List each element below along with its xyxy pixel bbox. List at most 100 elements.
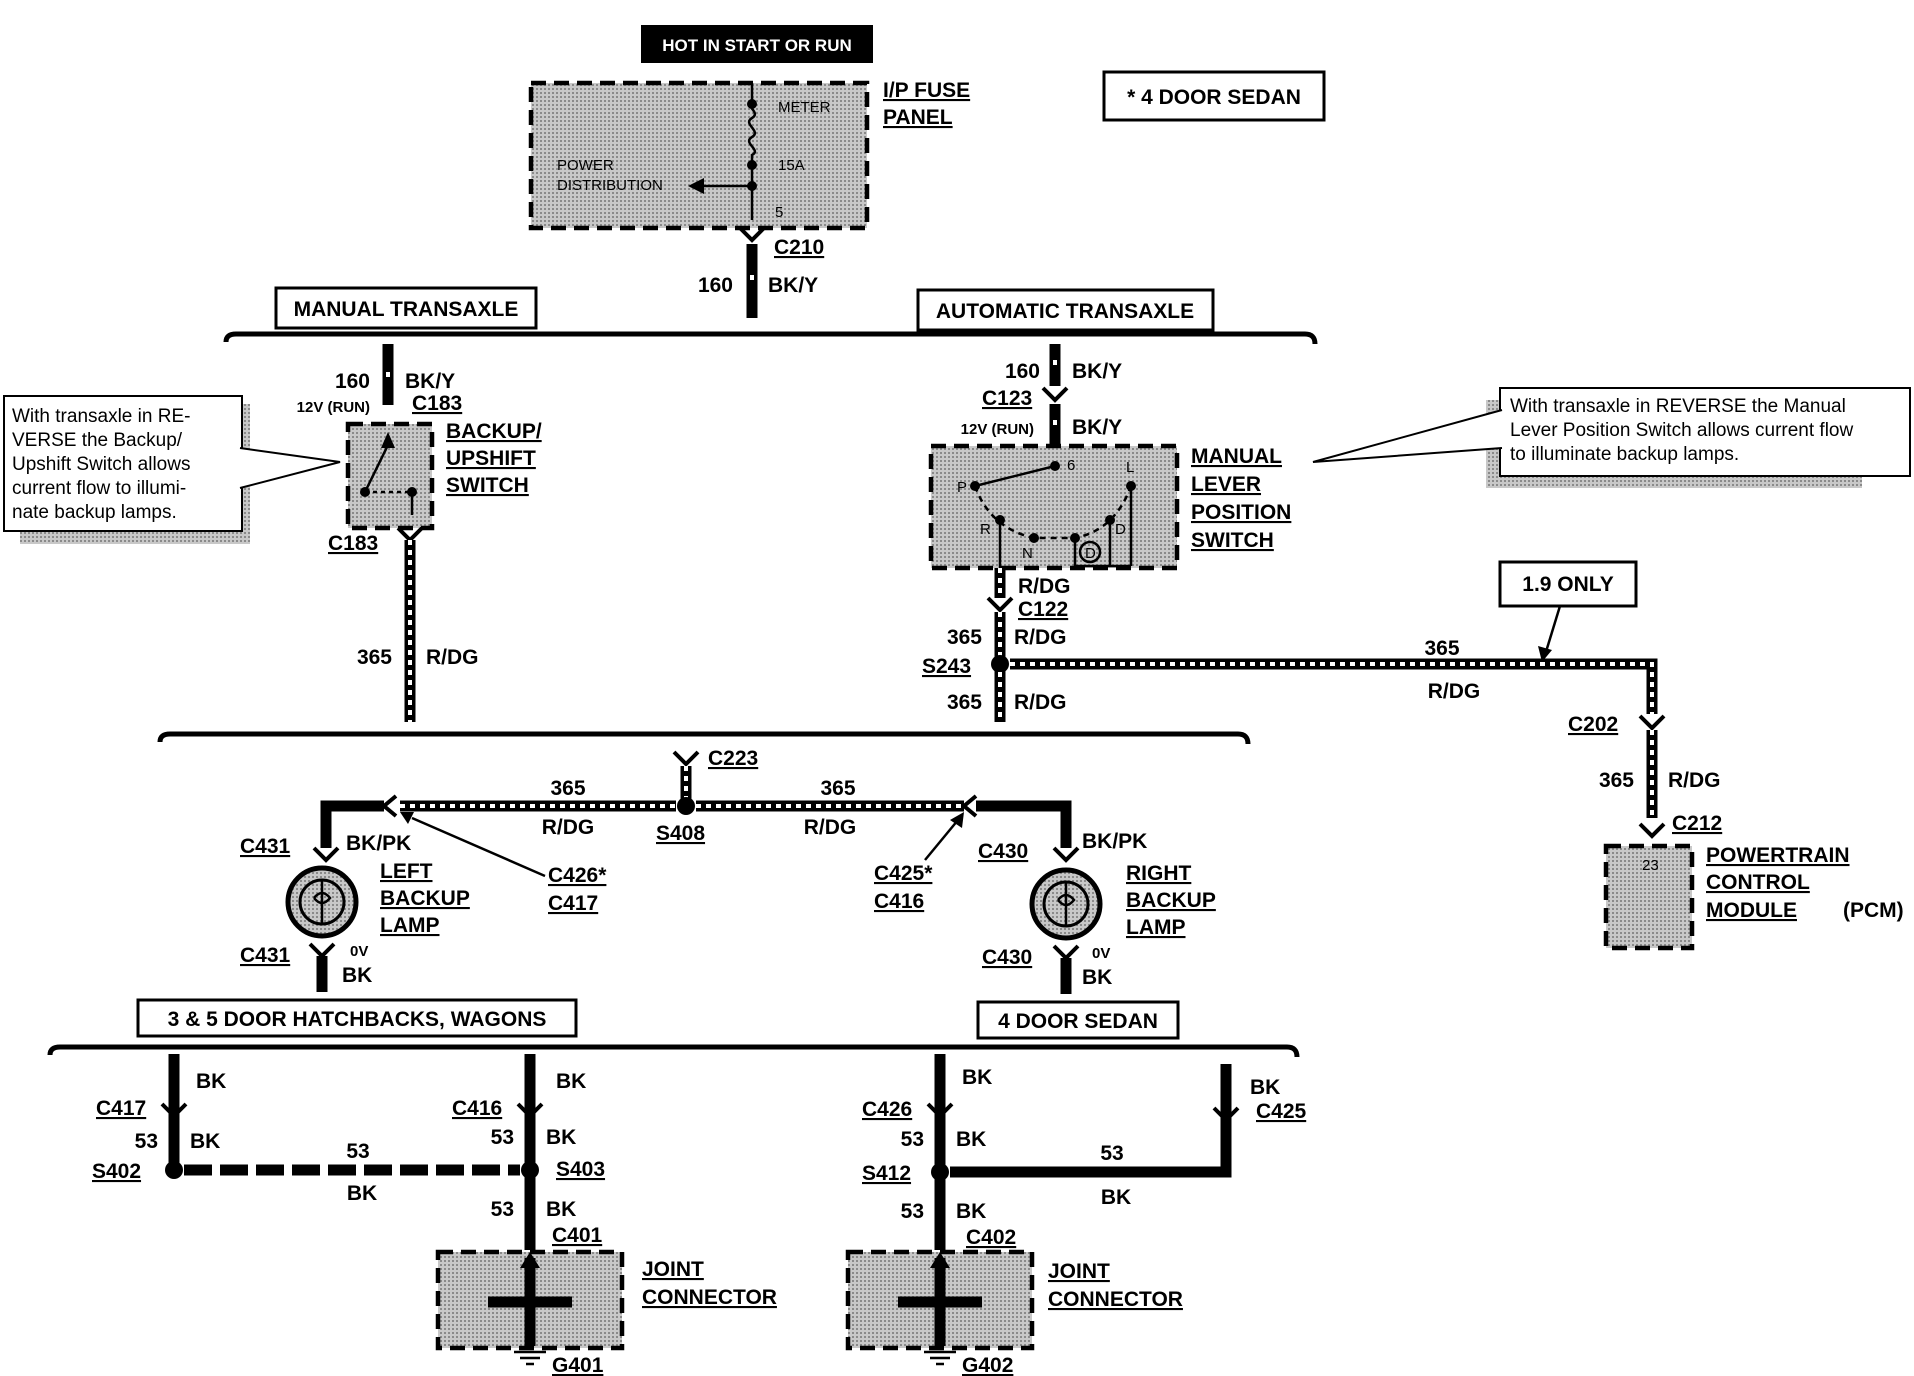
gl-bk-mid: BK — [347, 1182, 377, 1205]
sedan-label: 4 DOOR SEDAN — [998, 1010, 1158, 1033]
c122-color: R/DG — [1018, 575, 1071, 598]
only-label: 1.9 ONLY — [1522, 573, 1613, 596]
arrow-head-up-icon-3 — [520, 1252, 540, 1268]
left-filament — [313, 880, 332, 924]
auto-note-1: With transaxle in REVERSE the Manual — [1510, 396, 1846, 417]
arrow-head-up-icon — [381, 432, 395, 448]
gr-c425: C425 — [1256, 1100, 1307, 1123]
mlp-r-label: R — [980, 521, 991, 538]
fuse-meter: METER — [778, 99, 831, 116]
auto-365b-color: R/DG — [1014, 691, 1067, 714]
c212-label: C212 — [1672, 812, 1722, 835]
fuse-amp: 15A — [778, 157, 805, 174]
s403-label: S403 — [556, 1158, 605, 1181]
gl-n-mid: 53 — [346, 1140, 369, 1163]
c417-left-label: C417 — [548, 892, 598, 915]
wire-160-num: 160 — [698, 274, 733, 297]
gr-bk1: BK — [962, 1066, 992, 1089]
c223-connector — [672, 750, 700, 767]
c430-bottom-connector — [1052, 944, 1080, 961]
sedan-note: * 4 DOOR SEDAN — [1127, 86, 1301, 109]
gr-bk1b: BK — [956, 1128, 986, 1151]
manual-160-num: 160 — [335, 370, 370, 393]
arrow-head-left-icon — [688, 178, 704, 194]
lamp-bus — [157, 731, 1251, 745]
switch-contact-2 — [407, 487, 417, 497]
only-box — [1498, 560, 1638, 608]
auto-run-color: BK/Y — [1072, 416, 1122, 439]
gl-bk3: BK — [546, 1198, 576, 1221]
left-bkpk: BK/PK — [346, 832, 411, 855]
gl-c417: C417 — [96, 1097, 146, 1120]
auto-callout-pointer — [1312, 409, 1503, 463]
c223-label: C223 — [708, 747, 758, 770]
c212-connector — [1638, 822, 1666, 839]
ground-symbol-right-icon — [924, 1350, 956, 1366]
manual-365-num: 365 — [357, 646, 392, 669]
c426-label: C426* — [548, 864, 607, 887]
pcm-wire — [1010, 658, 1658, 714]
auto-note-2: Lever Position Switch allows current flo… — [1510, 420, 1853, 441]
mlp-label-2: LEVER — [1191, 473, 1261, 496]
c123-connector — [1041, 386, 1069, 403]
gl-bk2b: BK — [546, 1126, 576, 1149]
gl-jc2: CONNECTOR — [642, 1286, 777, 1309]
left-0v: 0V — [350, 943, 368, 960]
mlp-p-label: P — [957, 479, 967, 496]
switch-label-3: SWITCH — [446, 474, 529, 497]
gl-g401: G401 — [552, 1354, 604, 1376]
gl-n3: 53 — [491, 1198, 514, 1221]
auto-365a-color: R/DG — [1014, 626, 1067, 649]
gl-bk1b: BK — [190, 1130, 220, 1153]
manual-note-2: VERSE the Backup/ — [12, 430, 183, 451]
right-filament — [1057, 882, 1076, 926]
fuse-panel-box — [528, 80, 870, 231]
c202-label: C202 — [1568, 713, 1618, 736]
gl-c416-connector — [516, 1102, 544, 1119]
arrow-head-down-icon — [1538, 646, 1552, 662]
gr-c425-connector — [1212, 1106, 1240, 1123]
pcm-365-color: R/DG — [1428, 680, 1481, 703]
hatch-box — [136, 998, 578, 1038]
c431-top-connector — [312, 846, 340, 863]
c431-bottom-connector — [308, 942, 336, 959]
right-lamp-wire — [976, 800, 1072, 848]
switch-label-2: UPSHIFT — [446, 447, 536, 470]
pcm-label-1: POWERTRAIN — [1706, 844, 1850, 867]
pcm-box — [1603, 843, 1695, 951]
gl-bk2: BK — [556, 1070, 586, 1093]
right-bk: BK — [1082, 966, 1112, 989]
s243-label: S243 — [922, 655, 971, 678]
c425-pointer — [924, 819, 959, 861]
gl-n2: 53 — [491, 1126, 514, 1149]
transaxle-bus — [223, 331, 1318, 345]
c416-right-label: C416 — [874, 890, 924, 913]
gl-c401: C401 — [552, 1224, 603, 1247]
pcm-label-4: (PCM) — [1843, 899, 1904, 922]
left-lamp-label-2: BACKUP — [380, 887, 470, 910]
manual-callout-pointer — [239, 447, 341, 489]
auto-365a-num: 365 — [947, 626, 982, 649]
c430-top-connector — [1052, 846, 1080, 863]
s402-label: S402 — [92, 1160, 141, 1183]
right-bkpk: BK/PK — [1082, 830, 1147, 853]
gr-bk-mid: BK — [1101, 1186, 1131, 1209]
mlp-od-label: D — [1085, 545, 1096, 562]
arrow-head-left-icon-2 — [400, 812, 414, 824]
fuse-node-2 — [747, 160, 757, 170]
gr-n-mid: 53 — [1100, 1142, 1123, 1165]
c123-label: C123 — [982, 387, 1032, 410]
lamp-rdg-right: R/DG — [804, 816, 857, 839]
gl-c417-connector — [160, 1102, 188, 1119]
fuse-panel-title-2: PANEL — [883, 106, 953, 129]
fuse-pin: 5 — [775, 204, 783, 221]
arrow-head-up-icon-4 — [930, 1252, 950, 1268]
switch-label-1: BACKUP/ — [446, 420, 542, 443]
mlp-od-circle — [1078, 540, 1102, 564]
fuse-power: POWER — [557, 157, 614, 174]
wire-160-color: BK/Y — [768, 274, 818, 297]
s408-label: S408 — [656, 822, 705, 845]
manual-callout — [3, 395, 243, 532]
auto-160-color: BK/Y — [1072, 360, 1122, 383]
